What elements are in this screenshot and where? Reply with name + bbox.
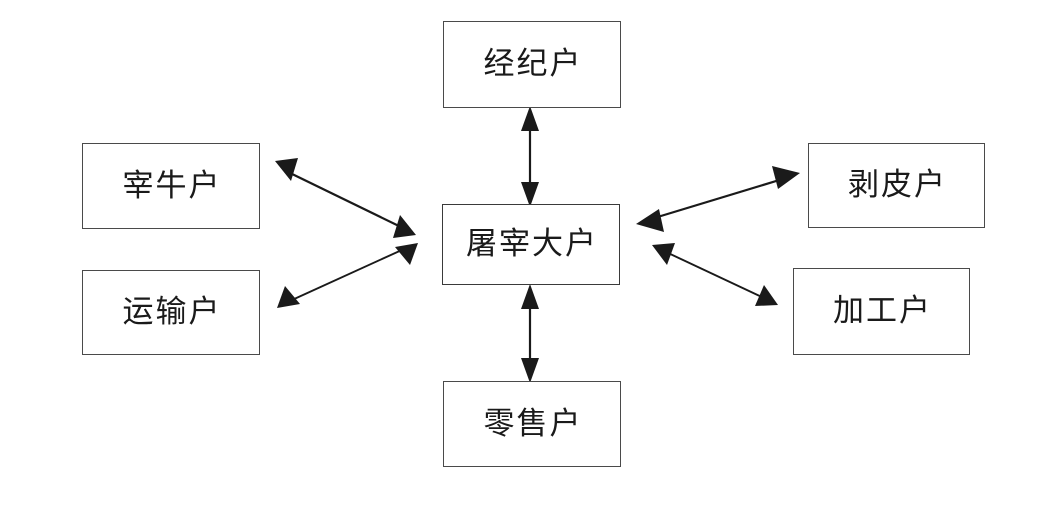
node-cattle[interactable]: 宰牛户 [82,143,260,229]
edge-hub-cattle [275,158,416,238]
edge-hub-skinning [636,166,800,232]
node-skinning-label: 剥皮户 [848,167,947,203]
node-transport[interactable]: 运输户 [82,270,260,355]
node-processing-label: 加工户 [833,293,932,329]
node-retail-label: 零售户 [483,405,583,442]
node-skinning[interactable]: 剥皮户 [808,143,985,228]
node-hub-label: 屠宰大户 [466,226,598,262]
node-processing[interactable]: 加工户 [793,268,970,355]
edge-hub-processing [652,243,778,306]
edge-hub-broker [521,106,539,207]
node-transport-label: 运输户 [122,294,222,330]
node-broker[interactable]: 经纪户 [443,21,621,108]
node-broker-label: 经纪户 [483,46,583,82]
node-retail[interactable]: 零售户 [443,381,621,467]
node-hub[interactable]: 屠宰大户 [442,204,620,285]
edge-hub-transport [277,243,418,308]
node-cattle-label: 宰牛户 [122,167,222,204]
edge-hub-retail [521,284,539,383]
